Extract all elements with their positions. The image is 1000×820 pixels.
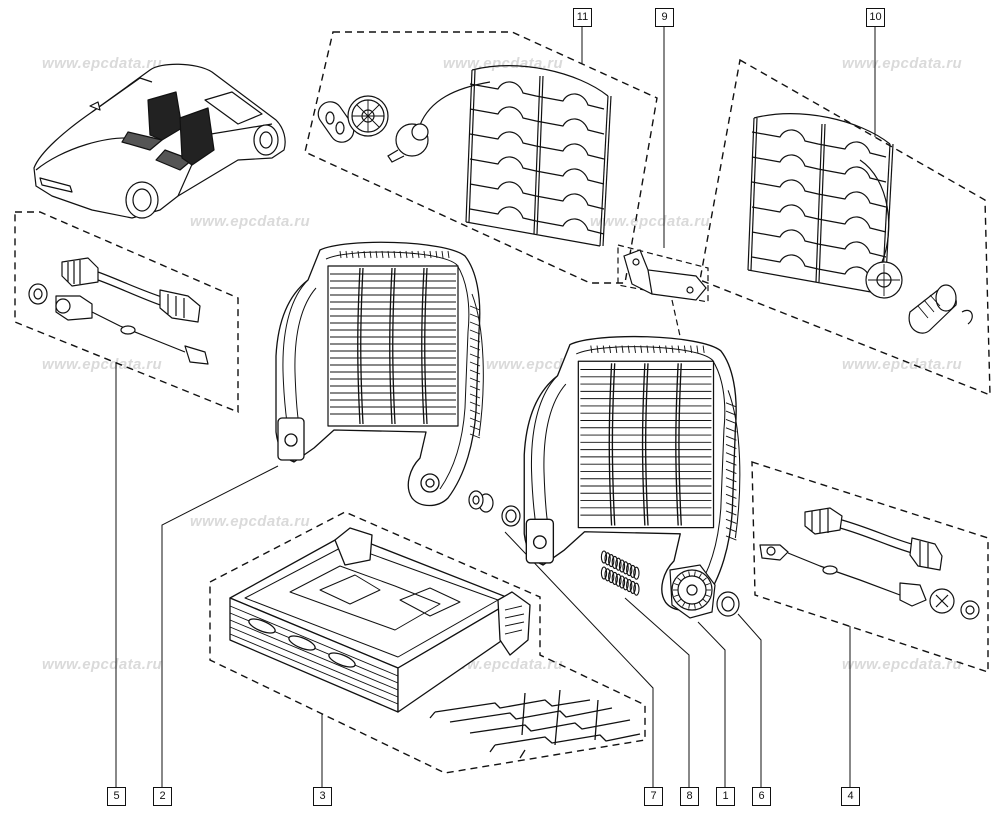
recliner-tooth — [702, 577, 707, 582]
car-illustration — [33, 63, 286, 219]
leader-6 — [737, 613, 762, 787]
wiring-harness-5 — [28, 257, 209, 365]
recliner-tooth — [698, 601, 702, 607]
spring-coil — [626, 563, 633, 577]
spring-coil — [611, 555, 618, 569]
leader-1 — [697, 621, 726, 787]
spring-coil — [626, 579, 633, 593]
callout-4: 4 — [841, 787, 860, 806]
recliner-tooth — [673, 583, 679, 586]
leader-8 — [624, 597, 690, 787]
group-outline-9 — [617, 244, 709, 303]
seat-back-frame-2 — [275, 241, 484, 507]
callout-11: 11 — [573, 8, 592, 27]
spring-coil — [615, 573, 622, 587]
watermark: www.epcdata.ru — [842, 656, 963, 673]
callout-2: 2 — [153, 787, 172, 806]
callout-8: 8 — [680, 787, 699, 806]
recliner-tooth — [677, 577, 682, 582]
spring-coil — [611, 571, 618, 585]
spring-coil — [618, 559, 626, 573]
spring-coil — [604, 552, 611, 566]
recliner-tooth — [688, 603, 691, 609]
leader-7 — [504, 531, 654, 787]
recliner-tooth — [702, 598, 707, 603]
spring-coil — [622, 561, 629, 575]
spring-coil — [633, 566, 640, 580]
lumbar-support-11 — [317, 65, 612, 247]
callout-3: 3 — [313, 787, 332, 806]
group-outline-3 — [209, 511, 646, 774]
leader-2 — [161, 465, 279, 787]
spring-coil — [608, 570, 615, 584]
bracket-9 — [623, 249, 707, 301]
callout-9: 9 — [655, 8, 674, 27]
spring-coil — [608, 554, 615, 568]
lumbar-support-10 — [747, 113, 973, 334]
knob-6 — [716, 591, 740, 617]
spring-coil — [618, 575, 626, 589]
callout-5: 5 — [107, 787, 126, 806]
bracket-dashed-leader — [671, 299, 683, 346]
watermark: www.epcdata.ru — [842, 356, 963, 373]
watermark: www.epcdata.ru — [42, 55, 163, 72]
spring-coil — [622, 577, 629, 591]
watermark: www.epcdata.ru — [590, 213, 711, 230]
recliner-tooth — [677, 598, 682, 603]
spring-coil — [615, 557, 622, 571]
group-outline-5 — [14, 211, 239, 414]
watermark: www.epcdata.ru — [190, 513, 311, 530]
callout-10: 10 — [866, 8, 885, 27]
recliner-tooth — [682, 601, 686, 607]
recliner-tooth — [693, 571, 696, 577]
spring-coil — [633, 582, 640, 596]
recliner-mechanism-1 — [669, 564, 716, 619]
spring-coil — [629, 580, 636, 594]
springs-8 — [600, 550, 640, 596]
watermark: www.epcdata.ru — [842, 55, 963, 72]
recliner-tooth — [705, 594, 711, 597]
spring-coil — [604, 568, 611, 582]
group-outline-10 — [699, 58, 991, 397]
spring-coil — [629, 564, 636, 578]
recliner-tooth — [698, 573, 702, 579]
seat-suspension-springs — [429, 689, 641, 759]
recliner-tooth — [673, 594, 679, 597]
group-outline-4 — [751, 461, 989, 673]
buttons-7 — [468, 490, 521, 527]
seat-cushion-frame-3 — [229, 527, 531, 713]
wiring-harness-4 — [759, 507, 980, 620]
callout-1: 1 — [716, 787, 735, 806]
recliner-tooth — [688, 571, 691, 577]
watermark: www.epcdata.ru — [42, 656, 163, 673]
watermark: www.epcdata.ru — [190, 213, 311, 230]
spring-coil — [600, 566, 608, 580]
recliner-tooth — [693, 603, 696, 609]
spring-coil — [600, 550, 608, 564]
callout-7: 7 — [644, 787, 663, 806]
leader-lines — [115, 26, 876, 787]
recliner-tooth — [705, 583, 711, 586]
recliner-tooth — [682, 573, 686, 579]
callout-6: 6 — [752, 787, 771, 806]
